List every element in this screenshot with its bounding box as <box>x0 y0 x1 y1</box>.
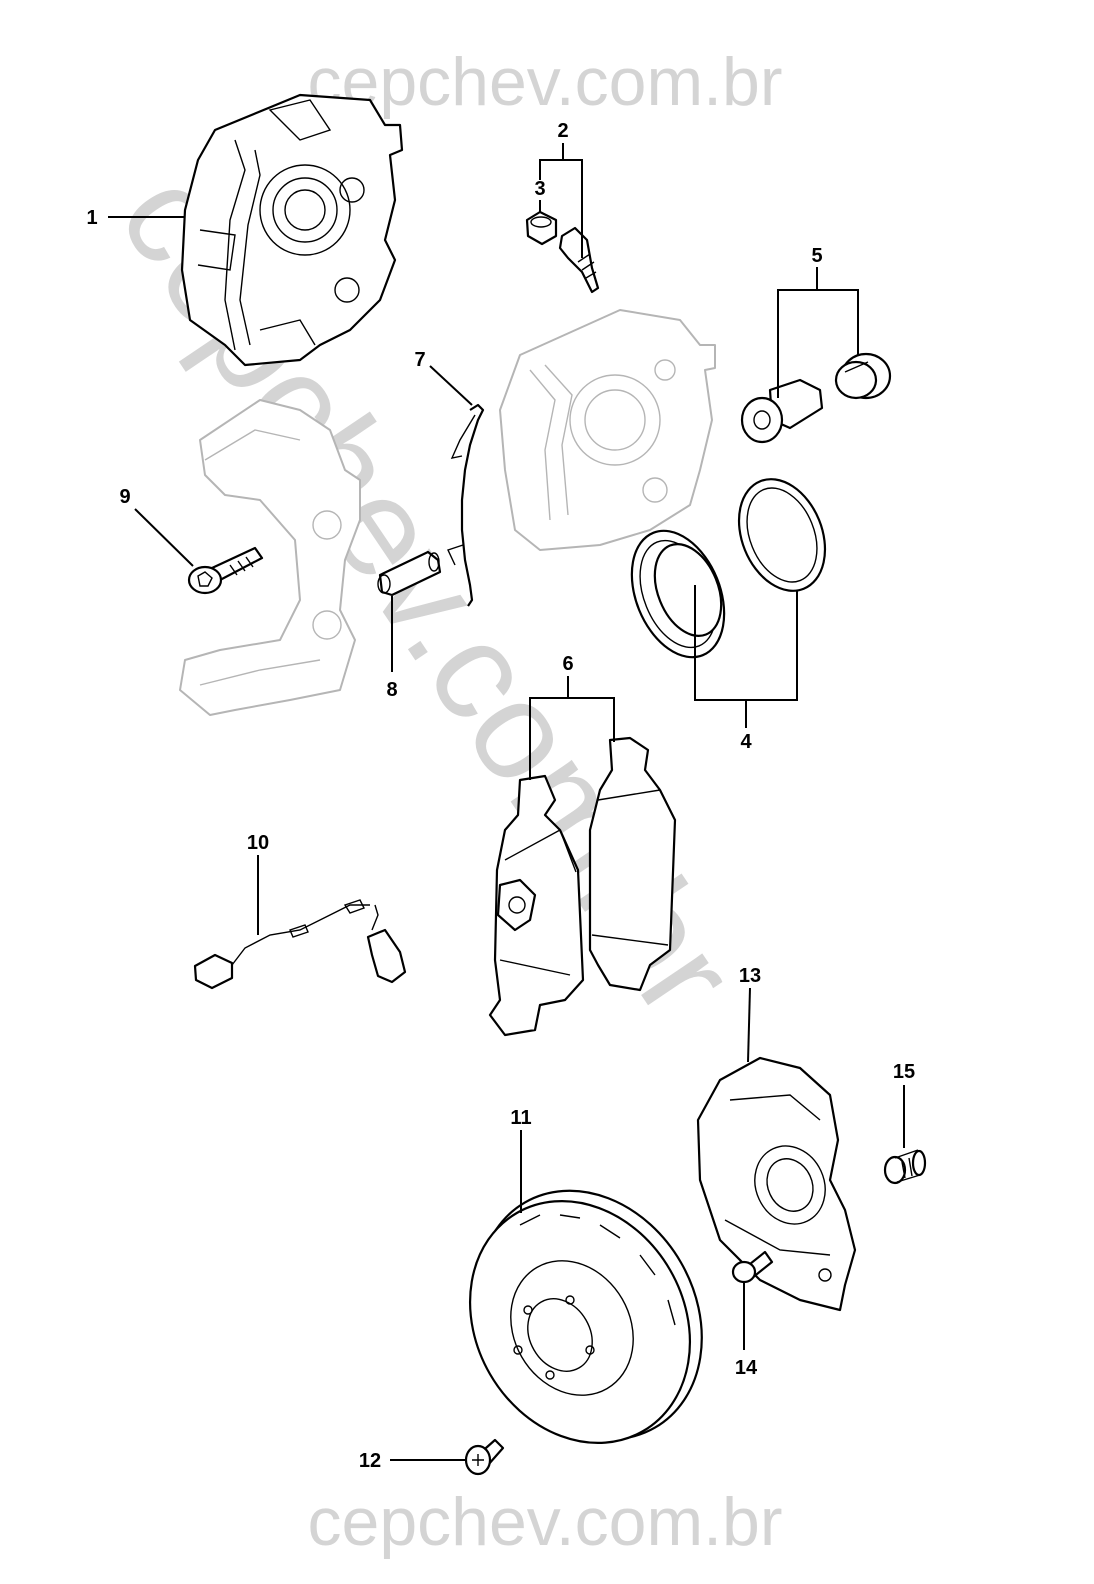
callout-10: 10 <box>247 832 269 854</box>
callout-1: 1 <box>86 207 97 229</box>
callout-3: 3 <box>534 178 545 200</box>
callout-6: 6 <box>562 653 573 675</box>
watermark-top: cepchev.com.br <box>308 44 783 120</box>
splash-shield-part-13 <box>696 1056 857 1312</box>
anti-rattle-spring-part-7 <box>447 403 485 607</box>
retaining-spring-part-15 <box>883 1149 927 1185</box>
bushing-cap-part-5 <box>834 352 892 400</box>
watermark-bottom: cepchev.com.br <box>308 1484 783 1560</box>
bracket-bolt-part-9 <box>187 546 264 595</box>
leader-lines <box>108 143 905 1461</box>
caliper-reference-outline <box>499 309 716 551</box>
bleeder-cap-part-3 <box>525 210 558 246</box>
callout-2: 2 <box>557 120 568 142</box>
brake-pads-part-6 <box>488 736 677 1037</box>
guide-bushing-part-5 <box>740 378 824 444</box>
callout-4: 4 <box>740 731 752 753</box>
caliper-housing-part-1 <box>180 93 404 367</box>
shield-screw-part-14 <box>731 1250 774 1284</box>
callout-5: 5 <box>811 245 822 267</box>
disc-screw-part-12 <box>464 1438 505 1476</box>
callout-14: 14 <box>735 1357 758 1379</box>
callout-9: 9 <box>119 486 130 508</box>
piston-seal-kit-part-4 <box>630 478 827 659</box>
callout-7: 7 <box>414 349 425 371</box>
callout-numbers: 1 2 3 4 5 6 7 8 9 10 11 12 13 14 15 <box>86 120 915 1472</box>
callout-13: 13 <box>739 965 761 987</box>
caliper-bracket-reference-outline <box>179 399 361 716</box>
wear-sensor-part-10 <box>193 899 407 990</box>
callout-8: 8 <box>386 679 397 701</box>
callout-11: 11 <box>510 1107 531 1129</box>
guide-pin-part-8 <box>377 550 442 597</box>
callout-12: 12 <box>359 1450 381 1472</box>
brake-disc-part-11 <box>468 1189 703 1444</box>
callout-15: 15 <box>893 1061 915 1083</box>
bleeder-screw-part-2 <box>558 226 600 294</box>
